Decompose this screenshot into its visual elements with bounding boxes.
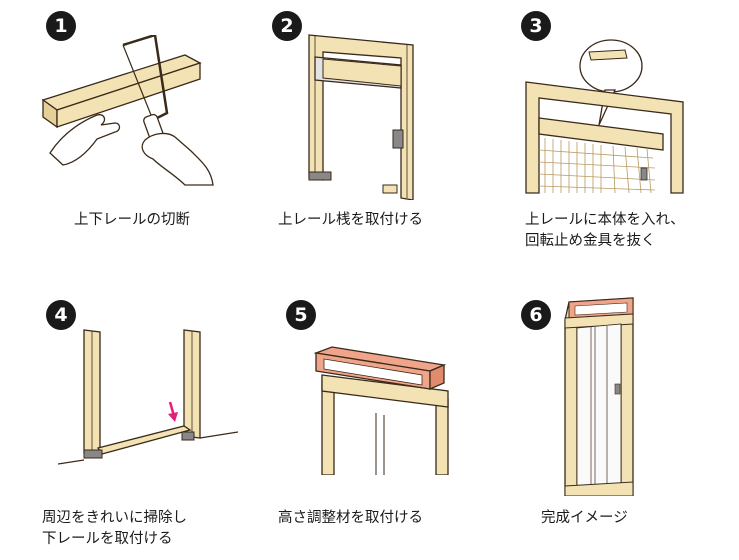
step-5: 5 高さ調整材を取付ける [246, 280, 492, 560]
step-6: 6 完成イメージ [493, 280, 739, 560]
step-number-badge: 6 [521, 300, 551, 330]
illustration-rail-cutting [41, 35, 214, 186]
step-2: 2 上レール桟を取付ける [246, 0, 492, 280]
step-1: 1 上下レールの切断 [0, 0, 246, 280]
step-number-badge: 1 [46, 11, 76, 41]
step-caption: 高さ調整材を取付ける [278, 510, 423, 526]
illustration-screen-in-rail [525, 39, 684, 194]
step-3: 3 金具 上レールに本体を入れ、 回転止め金具を抜く [493, 0, 739, 280]
illustration-lower-rail [58, 329, 238, 465]
step-number-badge: 4 [46, 300, 76, 330]
step-caption: 上レールに本体を入れ、 回転止め金具を抜く [525, 212, 685, 249]
step-caption: 上下レールの切断 [74, 212, 190, 228]
illustration-upper-rail-frame [308, 34, 414, 200]
illustration-height-adjuster [314, 346, 449, 475]
step-number-badge: 2 [272, 11, 302, 41]
step-caption: 周辺をきれいに掃除し 下レールを取付ける [42, 510, 187, 547]
illustration-completed-screen-door [564, 297, 634, 496]
step-4: 4 周辺をきれいに掃除し 下レールを取付ける [0, 280, 246, 560]
step-caption: 上レール桟を取付ける [278, 212, 423, 228]
step-number-badge: 5 [286, 300, 316, 330]
step-number-badge: 3 [521, 11, 551, 41]
step-caption: 完成イメージ [541, 510, 628, 526]
